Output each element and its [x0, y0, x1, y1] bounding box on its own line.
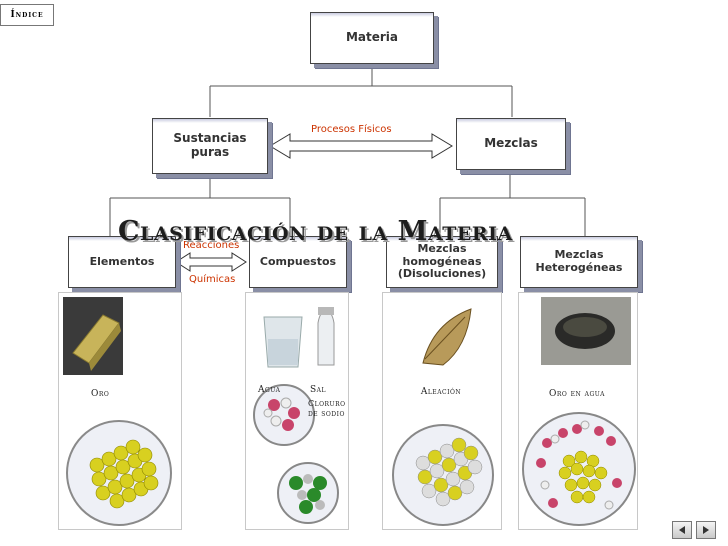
index-label: Índice [10, 10, 44, 20]
label-reacciones: Reacciones [183, 240, 240, 251]
label-quimicas: Químicas [189, 274, 236, 285]
page-title: Clasificación de la Materia [118, 216, 513, 247]
caption-cloruro: Cloruro de sodio [308, 399, 346, 418]
alloy-illustration [392, 308, 494, 526]
prev-button[interactable] [672, 521, 692, 539]
triangle-right-icon [703, 526, 709, 534]
panel-heterogeneas: Oro en agua [518, 292, 638, 530]
caption-agua: Agua [258, 385, 281, 395]
panel-oro: Oro [58, 292, 182, 530]
label-procesos-fisicos: Procesos Físicos [311, 124, 392, 135]
node-sustancias-puras: Sustancias puras [152, 118, 268, 174]
caption-aleacion: Aleación [420, 387, 462, 397]
gold-in-water-illustration [522, 297, 636, 526]
triangle-left-icon [679, 526, 685, 534]
node-homogeneas-label: Mezclas homogéneas (Disoluciones) [397, 242, 487, 281]
node-elementos: Elementos [68, 236, 176, 288]
node-heterogeneas-label: Mezclas Heterogéneas [535, 248, 623, 274]
double-arrow-icon [175, 252, 247, 272]
panel-homogeneas: Aleación [382, 292, 502, 530]
node-sustancias-label: Sustancias puras [173, 131, 247, 159]
panel-compuestos: Agua Sal Cloruro de sodio [245, 292, 349, 530]
water-salt-illustration [253, 307, 339, 524]
double-arrow-icon [269, 133, 453, 159]
caption-oro: Oro [91, 389, 110, 399]
node-mezclas-heterogeneas: Mezclas Heterogéneas [520, 236, 638, 288]
node-compuestos: Compuestos [249, 236, 347, 288]
node-elementos-label: Elementos [89, 254, 155, 268]
caption-sal: Sal [310, 385, 326, 395]
gold-bar-illustration [63, 297, 172, 526]
node-materia-label: Materia [345, 30, 399, 45]
index-link[interactable]: Índice [0, 4, 54, 26]
caption-oro-en-agua: Oro en agua [549, 389, 605, 399]
node-materia: Materia [310, 12, 434, 64]
node-compuestos-label: Compuestos [259, 254, 337, 268]
node-mezclas-label: Mezclas [484, 136, 538, 151]
next-button[interactable] [696, 521, 716, 539]
node-mezclas-homogeneas: Mezclas homogéneas (Disoluciones) [386, 236, 498, 288]
node-mezclas: Mezclas [456, 118, 566, 170]
